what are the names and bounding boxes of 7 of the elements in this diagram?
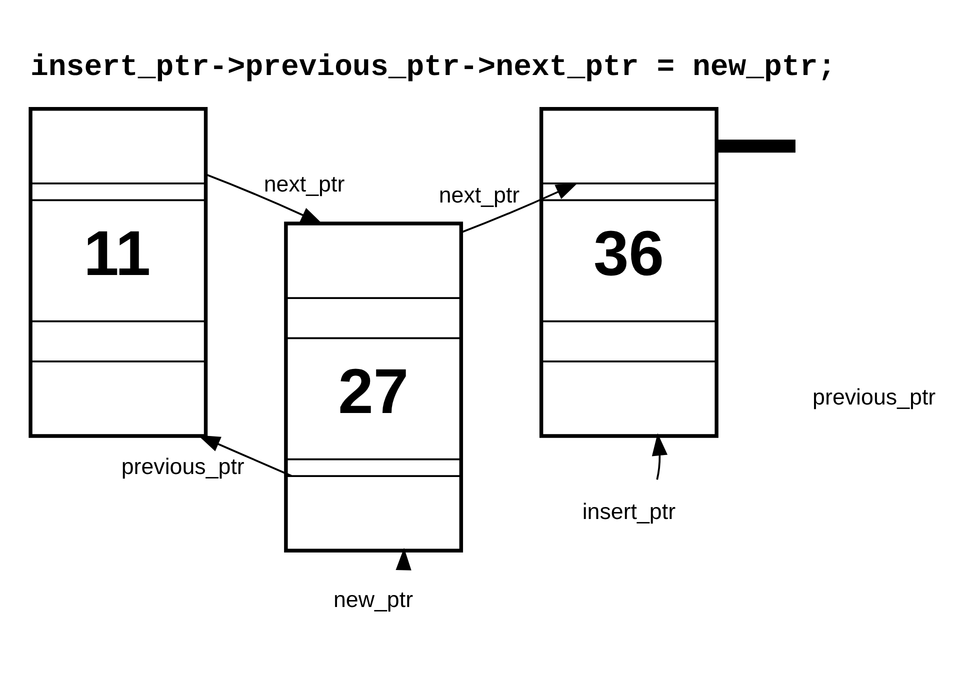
diagram-title: insert_ptr->previous_ptr->next_ptr = new_ptr; — [30, 49, 836, 84]
node-text: new_ptr — [333, 586, 414, 612]
edge-label: previous_ptr — [121, 454, 244, 479]
edge-label: next_ptr — [264, 171, 345, 196]
edge-label: next_ptr — [438, 182, 520, 208]
node-text: insert_ptr — [582, 498, 676, 524]
label: previous_ptr — [812, 384, 936, 409]
